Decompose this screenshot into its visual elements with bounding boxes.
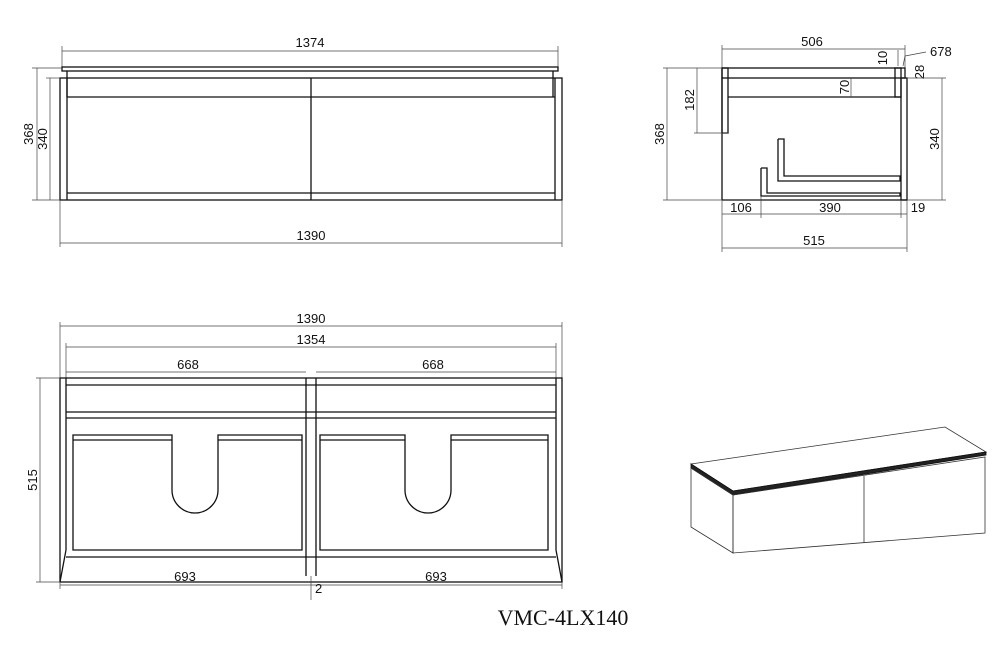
dim-front-340: 340 [35, 128, 50, 150]
iso-side [690, 467, 734, 554]
upper-drawer-box [777, 138, 901, 182]
dim-plan-515: 515 [25, 469, 40, 491]
drawer-right [319, 434, 549, 551]
dim-plan-693-left: 693 [174, 569, 196, 584]
model-code: VMC-4LX140 [498, 605, 629, 630]
dim-front-1374: 1374 [296, 35, 325, 50]
dim-side-106: 106 [730, 200, 752, 215]
side-view: 506 368 182 70 10 678 28 340 106 390 19 … [652, 34, 952, 252]
dim-side-390: 390 [819, 200, 841, 215]
plan-view: 1390 1354 668 668 515 693 693 2 [25, 311, 563, 600]
dim-side-10: 10 [875, 51, 890, 65]
drawer-left [72, 434, 303, 551]
dim-plan-1390: 1390 [297, 311, 326, 326]
iso-countertop-edge [690, 451, 987, 496]
dim-side-678: 678 [930, 44, 952, 59]
isometric-view [689, 426, 988, 554]
dim-side-515: 515 [803, 233, 825, 248]
dim-front-1390: 1390 [297, 228, 326, 243]
dim-side-506: 506 [801, 34, 823, 49]
drawer-front [900, 77, 908, 201]
dim-front-368: 368 [21, 123, 36, 145]
dim-side-182: 182 [682, 89, 697, 111]
plan-outline [59, 377, 563, 583]
dim-plan-668-left: 668 [177, 357, 199, 372]
dim-plan-1354: 1354 [297, 332, 326, 347]
front-view: 1374 368 340 1390 [21, 35, 563, 247]
dim-plan-2: 2 [315, 581, 322, 596]
dim-plan-693-right: 693 [425, 569, 447, 584]
dim-side-340: 340 [927, 128, 942, 150]
dim-side-368: 368 [652, 123, 667, 145]
side-countertop [721, 67, 906, 79]
dim-side-28: 28 [912, 65, 927, 79]
lower-drawer-box [760, 167, 901, 197]
countertop [61, 66, 559, 72]
dim-side-70: 70 [837, 80, 852, 94]
dim-plan-668-right: 668 [422, 357, 444, 372]
dim-side-19: 19 [911, 200, 925, 215]
